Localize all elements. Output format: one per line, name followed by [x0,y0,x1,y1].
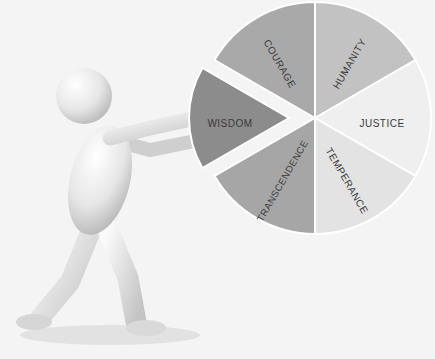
slice-shape [197,0,433,236]
slice-label: WISDOM [207,118,252,129]
slice-label: JUSTICE [359,118,404,129]
pie-slice: TRANSCENDENCE [197,0,433,236]
